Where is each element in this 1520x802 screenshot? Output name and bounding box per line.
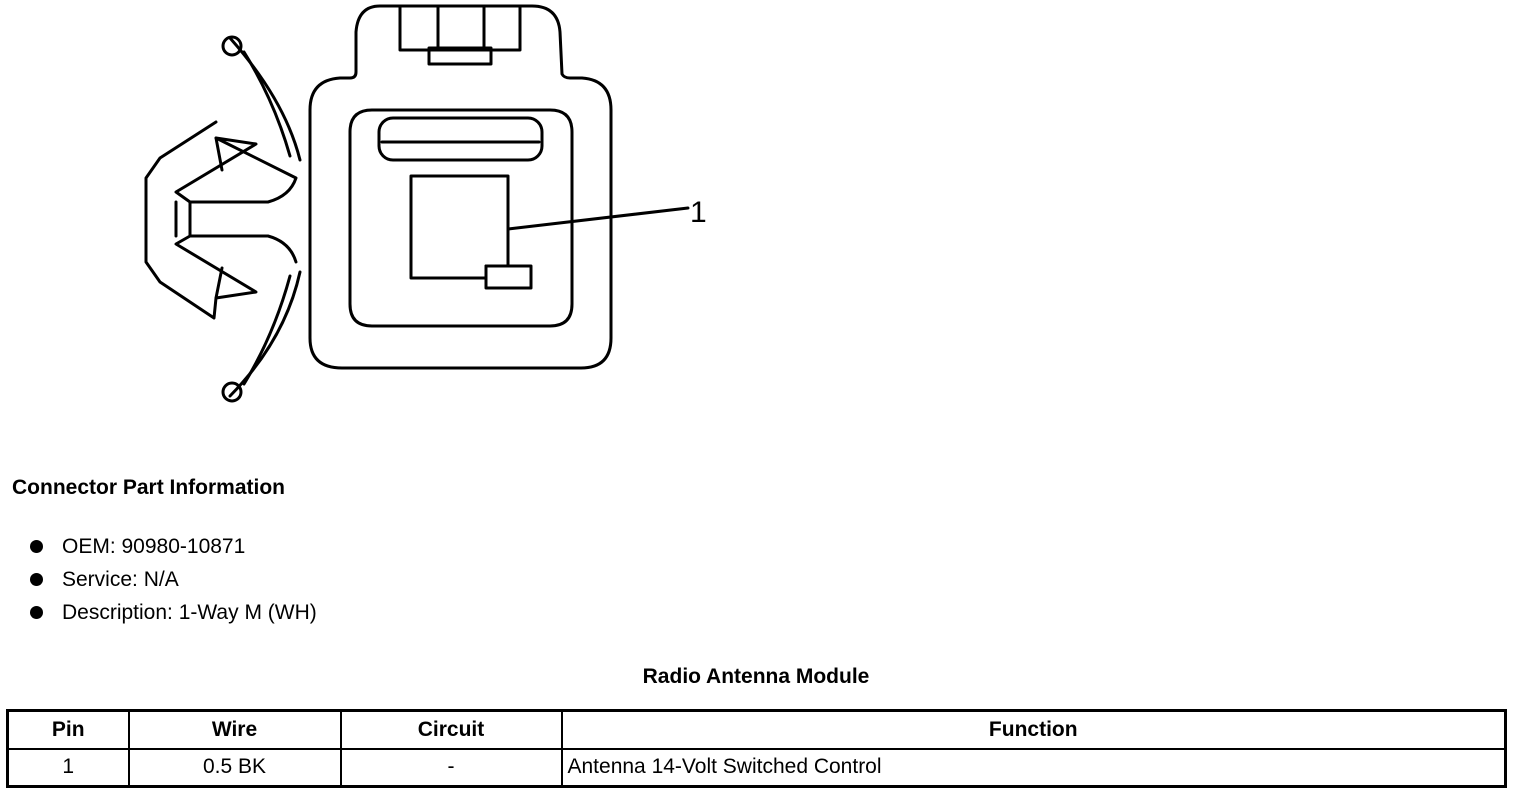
connector-latch	[398, 4, 522, 52]
bullet-icon	[30, 540, 43, 553]
table-title: Radio Antenna Module	[642, 665, 870, 688]
list-item-text: OEM: 90980-10871	[62, 535, 246, 558]
clip-arm-upper-inner	[242, 50, 292, 158]
cell-wire: 0.5 BK	[127, 747, 342, 788]
clip-arm-lower-inner	[242, 274, 292, 386]
table-row: 1 0.5 BK - Antenna 14-Volt Switched Cont…	[6, 747, 1507, 788]
latch-tab	[427, 46, 493, 66]
list-item: OEM: 90980-10871	[28, 530, 317, 563]
connector-info-list: OEM: 90980-10871 Service: N/A Descriptio…	[28, 530, 317, 629]
callout-label: 1	[690, 196, 707, 229]
connector-inner-recess	[348, 108, 574, 328]
header-wire: Wire	[127, 709, 342, 750]
connector-housing	[308, 4, 613, 370]
cell-pin: 1	[6, 747, 130, 788]
callout-leader-line	[506, 206, 690, 231]
bullet-icon	[30, 573, 43, 586]
terminal-pin	[484, 264, 533, 290]
terminal-cavity	[409, 174, 510, 280]
cell-function: Antenna 14-Volt Switched Control	[560, 747, 1507, 788]
table-header-row: Pin Wire Circuit Function	[6, 709, 1507, 750]
push-pin-barb-upper	[214, 136, 224, 172]
list-item: Description: 1-Way M (WH)	[28, 596, 317, 629]
clip-arm-lower-knob	[221, 381, 243, 403]
clip-arm-lower	[228, 270, 302, 398]
list-item-text: Service: N/A	[62, 568, 179, 591]
bullet-icon	[30, 606, 43, 619]
header-pin: Pin	[6, 709, 130, 750]
header-circuit: Circuit	[339, 709, 563, 750]
push-pin-barb-lower	[214, 266, 224, 300]
connector-diagram: 1	[144, 4, 707, 403]
connector-info-heading: Connector Part Information	[12, 476, 286, 499]
list-item: Service: N/A	[28, 563, 317, 596]
push-pin-clip	[144, 120, 298, 320]
clip-arm-upper	[228, 36, 302, 162]
pin-table: Pin Wire Circuit Function 1 0.5 BK - Ant…	[6, 709, 1507, 788]
cell-circuit: -	[339, 747, 563, 788]
clip-arm-upper-knob	[221, 35, 243, 57]
header-function: Function	[560, 709, 1507, 750]
key-slot	[377, 116, 544, 162]
list-item-text: Description: 1-Way M (WH)	[62, 601, 317, 624]
